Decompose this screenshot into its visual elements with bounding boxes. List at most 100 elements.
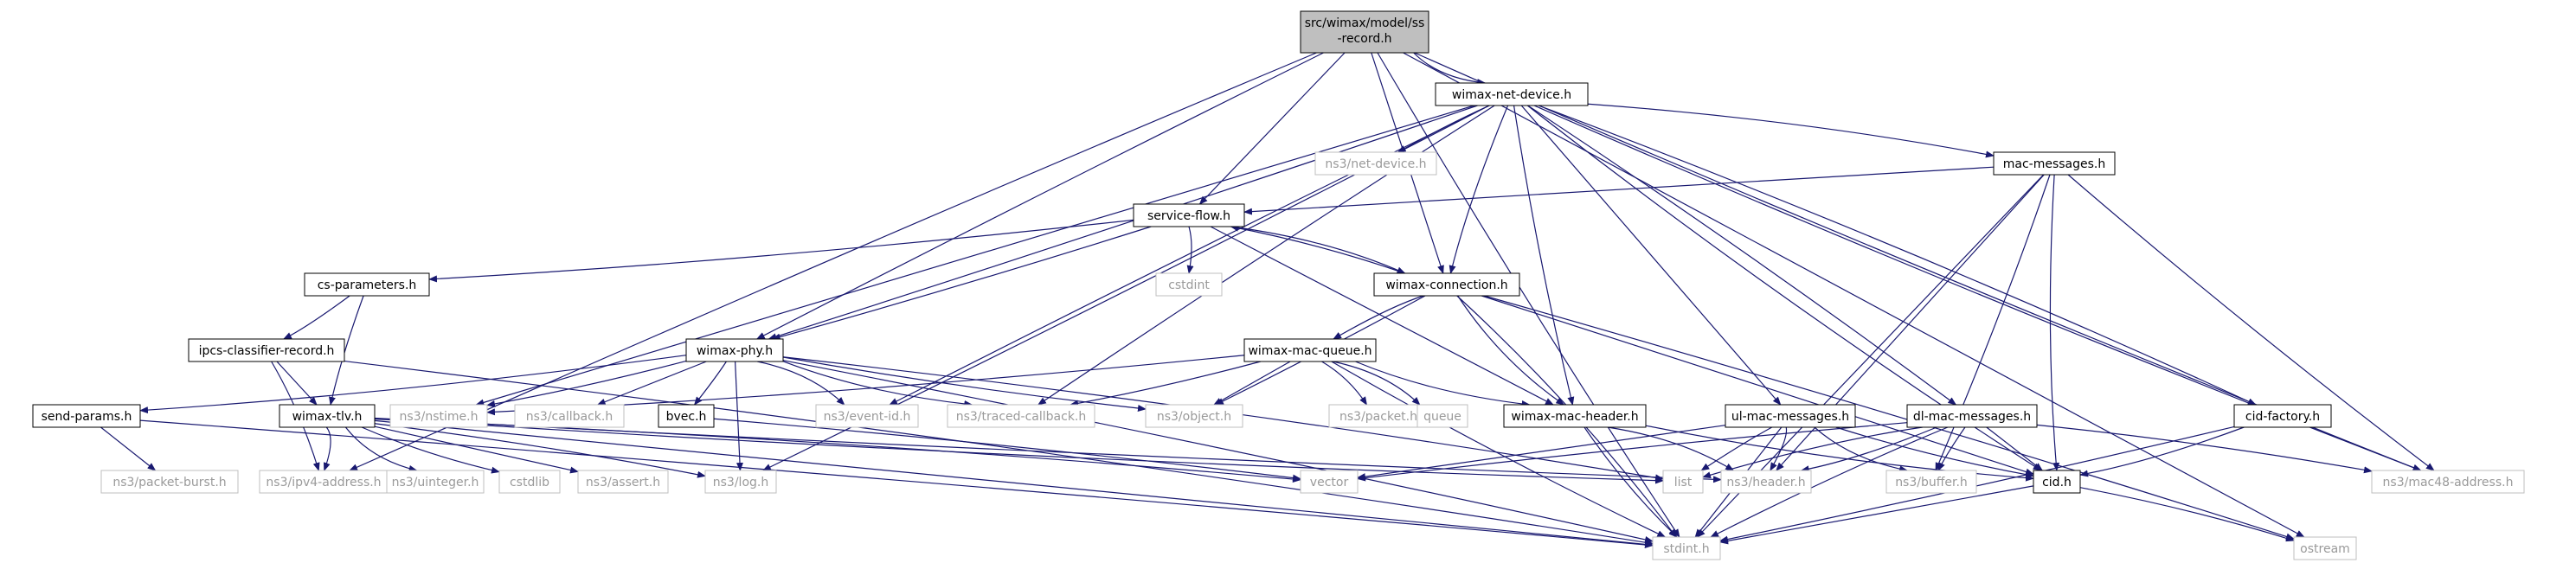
node-box-wphy [685,338,784,362]
edge-wnd-to-wphy [768,105,1478,341]
edge-wnd-to-ulmm [1520,105,1782,406]
node-box-root [1300,10,1429,54]
edge-wmq-to-object [1213,361,1291,406]
edge-wphy-to-log [734,361,743,471]
node-box-csparam [304,272,430,297]
node-box-wtlv [279,404,376,428]
node-label-dlmm: dl-mac-messages.h [1913,410,2031,424]
node-csparam[interactable]: cs-parameters.h [304,272,430,297]
edge-root-to-ostream [1403,52,2305,538]
node-mac_msg[interactable]: mac-messages.h [1993,151,2116,176]
node-label-buffer: ns3/buffer.h [1895,476,1968,489]
edge-wmh-to-stdint [1584,426,1678,538]
node-box-object [1145,404,1243,428]
node-eventid: ns3/event-id.h [815,404,919,428]
node-label-callback: ns3/callback.h [526,410,613,424]
edge-wmh-to-cid [1645,425,2034,482]
node-sendp[interactable]: send-params.h [32,404,141,428]
node-ostream: ostream [2293,536,2357,560]
edge-wtlv-to-header [374,417,1722,483]
edge-sflow-to-csparam [428,219,1134,283]
node-label-wmh: wimax-mac-header.h [1511,410,1638,424]
node-cstdlib: cstdlib [498,470,561,494]
node-wmq[interactable]: wimax-mac-queue.h [1243,338,1377,362]
node-stdint: stdint.h [1652,536,1721,560]
edge-sendp-to-pburst [100,426,157,471]
edge-root-to-sflow [1198,52,1346,205]
node-box-assert [577,470,669,494]
node-label-cidf: cid-factory.h [2245,410,2320,424]
node-wphy[interactable]: wimax-phy.h [685,338,784,362]
node-nstime: ns3/nstime.h [389,404,488,428]
node-box-header [1720,470,1812,494]
edge-root-to-wnd [1413,52,1487,86]
node-label-vector: vector [1310,476,1349,489]
edge-dlmm-to-header [1800,426,1937,473]
node-bvec[interactable]: bvec.h [658,404,715,428]
node-box-nstime [389,404,488,428]
node-box-sflow [1133,203,1245,227]
node-label-csparam: cs-parameters.h [318,278,417,292]
node-header: ns3/header.h [1720,470,1812,494]
node-cidf[interactable]: cid-factory.h [2233,404,2332,428]
node-label-wtlv: wimax-tlv.h [292,410,363,424]
node-ipv4: ns3/ipv4-address.h [259,470,389,494]
edge-ulmm-to-vector [1357,425,1726,480]
node-wnd[interactable]: wimax-net-device.h [1435,82,1589,106]
node-dlmm[interactable]: dl-mac-messages.h [1906,404,2038,428]
node-sflow[interactable]: service-flow.h [1133,203,1245,227]
node-box-cid [2033,470,2081,494]
edge-ulmm-to-header [1770,426,1788,471]
edge-sflow-to-cstdint [1186,226,1194,274]
edge-mac_msg-to-cid [2049,174,2060,471]
node-box-cstdlib [498,470,561,494]
edge-wmq-to-queue [1333,361,1421,406]
edge-wmq-to-packet [1321,361,1368,406]
edge-mac_msg-to-sflow [1243,166,1995,215]
node-wtlv[interactable]: wimax-tlv.h [279,404,376,428]
edge-mac_msg-to-header [1776,174,2045,471]
node-box-eventid [815,404,919,428]
node-box-sendp [32,404,141,428]
node-wmh[interactable]: wimax-mac-header.h [1503,404,1647,428]
node-box-ostream [2293,536,2357,560]
edge-wphy-to-eventid [757,361,845,406]
edge-wmq-to-tcb [1070,361,1262,407]
node-label-sflow: service-flow.h [1147,209,1230,223]
edge-wconn-to-cid [1481,295,2034,476]
node-cid[interactable]: cid.h [2033,470,2081,494]
node-box-netdev [1314,151,1437,176]
edge-dlmm-to-vector [1357,422,1908,482]
edge-wtlv-to-assert [374,425,579,474]
edge-wnd-to-eventid [889,105,1490,406]
node-box-wmh [1503,404,1647,428]
edge-wtlv-to-ipv4 [323,426,331,471]
node-label-packet: ns3/packet.h [1339,410,1417,424]
node-label-ostream: ostream [2300,542,2350,556]
node-root[interactable]: src/wimax/model/ss-record.h [1300,10,1429,54]
node-box-buffer [1885,470,1977,494]
node-box-wmq [1243,338,1377,362]
node-wconn[interactable]: wimax-connection.h [1373,272,1520,297]
node-tcb: ns3/traced-callback.h [947,404,1095,428]
edge-wtlv-to-uint [344,426,418,472]
node-box-mac_msg [1993,151,2116,176]
node-box-stdint [1652,536,1721,560]
edge-mac_msg-to-buffer [1935,174,2051,471]
edge-wtlv-to-cstdlib [361,426,500,474]
node-label-tcb: ns3/traced-callback.h [956,410,1087,424]
edge-csparam-to-ipcs [282,295,350,340]
node-box-mac48 [2371,470,2525,494]
edge-dlmm-to-buffer [1937,426,1966,471]
node-box-tcb [947,404,1095,428]
node-box-cidf [2233,404,2332,428]
edges-layer [100,52,2435,548]
edge-wconn-to-ostream [1484,295,2295,541]
node-cstdint: cstdint [1155,272,1223,297]
node-ipcs[interactable]: ipcs-classifier-record.h [188,338,345,362]
edge-wphy-to-callback [596,361,707,406]
edge-sflow-to-wphy [771,226,1152,341]
node-ulmm[interactable]: ul-mac-messages.h [1725,404,1856,428]
node-label-cstdint: cstdint [1168,278,1210,292]
node-label-nstime: ns3/nstime.h [400,410,479,424]
